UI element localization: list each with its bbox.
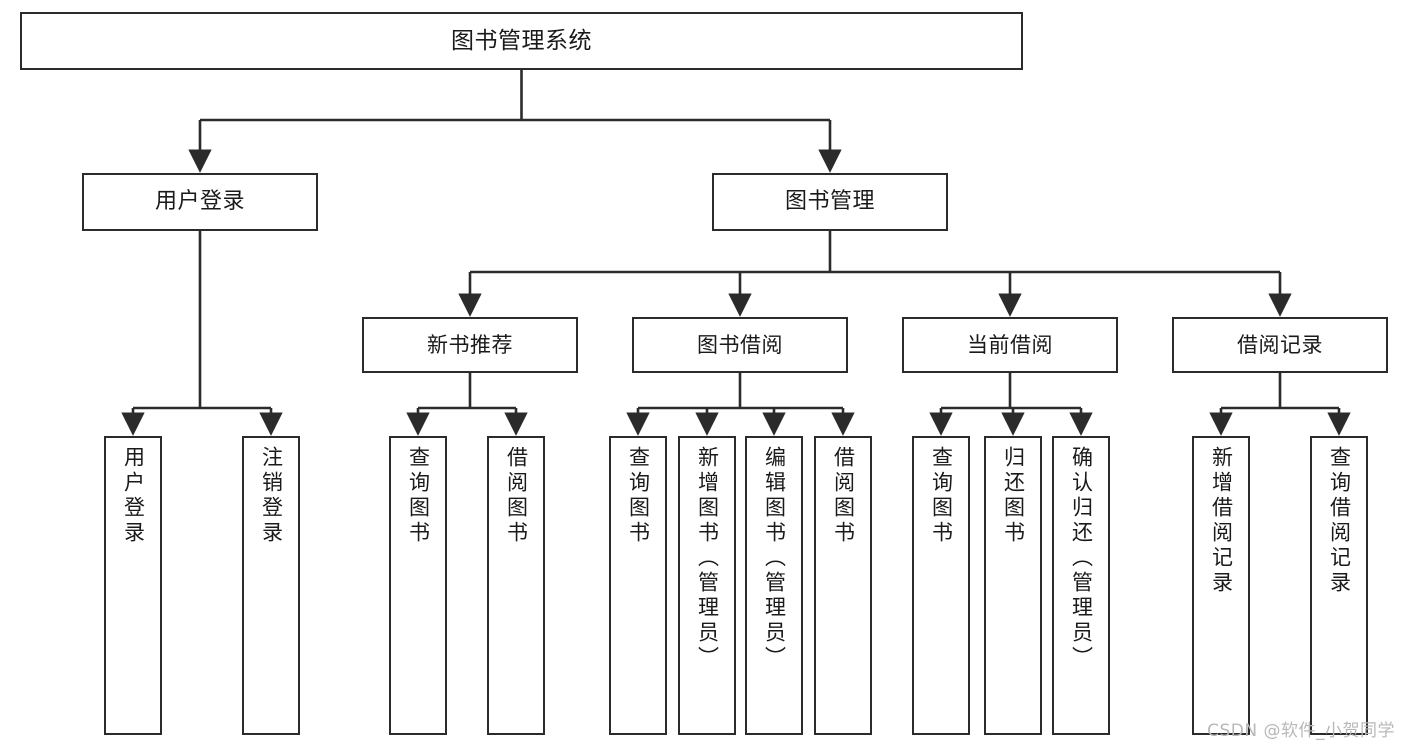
node-label: 注销登录 xyxy=(259,446,284,546)
node-label: 新增借阅记录 xyxy=(1209,446,1234,596)
node-label: 用户登录 xyxy=(121,446,146,546)
node-leaf-return-book[interactable]: 归还图书 xyxy=(984,436,1042,735)
node-current-borrow[interactable]: 当前借阅 xyxy=(902,317,1118,373)
node-label: 图书管理 xyxy=(784,189,875,215)
node-label: 用户登录 xyxy=(154,189,245,215)
node-label: 新书推荐 xyxy=(427,332,513,357)
node-label: 确认归还（管理员） xyxy=(1069,446,1094,671)
node-user-login[interactable]: 用户登录 xyxy=(82,173,318,231)
node-label: 查询图书 xyxy=(929,446,954,546)
watermark-label: CSDN @软件_小贺同学 xyxy=(1207,721,1395,741)
node-label: 查询图书 xyxy=(626,446,651,546)
node-root[interactable]: 图书管理系统 xyxy=(20,12,1023,70)
node-new-book-recommend[interactable]: 新书推荐 xyxy=(362,317,578,373)
node-book-manage[interactable]: 图书管理 xyxy=(712,173,948,231)
node-label: 借阅图书 xyxy=(831,446,856,546)
node-book-borrow[interactable]: 图书借阅 xyxy=(632,317,848,373)
node-leaf-add-record[interactable]: 新增借阅记录 xyxy=(1192,436,1250,735)
node-leaf-borrow-book-1[interactable]: 借阅图书 xyxy=(487,436,545,735)
node-label: 借阅记录 xyxy=(1237,332,1323,357)
node-label: 借阅图书 xyxy=(504,446,529,546)
node-leaf-query-book-3[interactable]: 查询图书 xyxy=(912,436,970,735)
node-leaf-user-login[interactable]: 用户登录 xyxy=(104,436,162,735)
node-label: 编辑图书（管理员） xyxy=(762,446,787,671)
node-label: 查询图书 xyxy=(406,446,431,546)
node-label: 查询借阅记录 xyxy=(1327,446,1352,596)
node-label: 图书借阅 xyxy=(697,332,783,357)
node-borrow-record[interactable]: 借阅记录 xyxy=(1172,317,1388,373)
node-leaf-query-book-1[interactable]: 查询图书 xyxy=(389,436,447,735)
node-leaf-borrow-book-2[interactable]: 借阅图书 xyxy=(814,436,872,735)
node-label: 新增图书（管理员） xyxy=(695,446,720,671)
node-leaf-confirm-return[interactable]: 确认归还（管理员） xyxy=(1052,436,1110,735)
node-leaf-logout[interactable]: 注销登录 xyxy=(242,436,300,735)
node-label: 图书管理系统 xyxy=(451,27,592,54)
node-leaf-add-book[interactable]: 新增图书（管理员） xyxy=(678,436,736,735)
node-label: 当前借阅 xyxy=(967,332,1053,357)
node-leaf-query-book-2[interactable]: 查询图书 xyxy=(609,436,667,735)
node-leaf-edit-book[interactable]: 编辑图书（管理员） xyxy=(745,436,803,735)
node-label: 归还图书 xyxy=(1001,446,1026,546)
node-leaf-query-record[interactable]: 查询借阅记录 xyxy=(1310,436,1368,735)
